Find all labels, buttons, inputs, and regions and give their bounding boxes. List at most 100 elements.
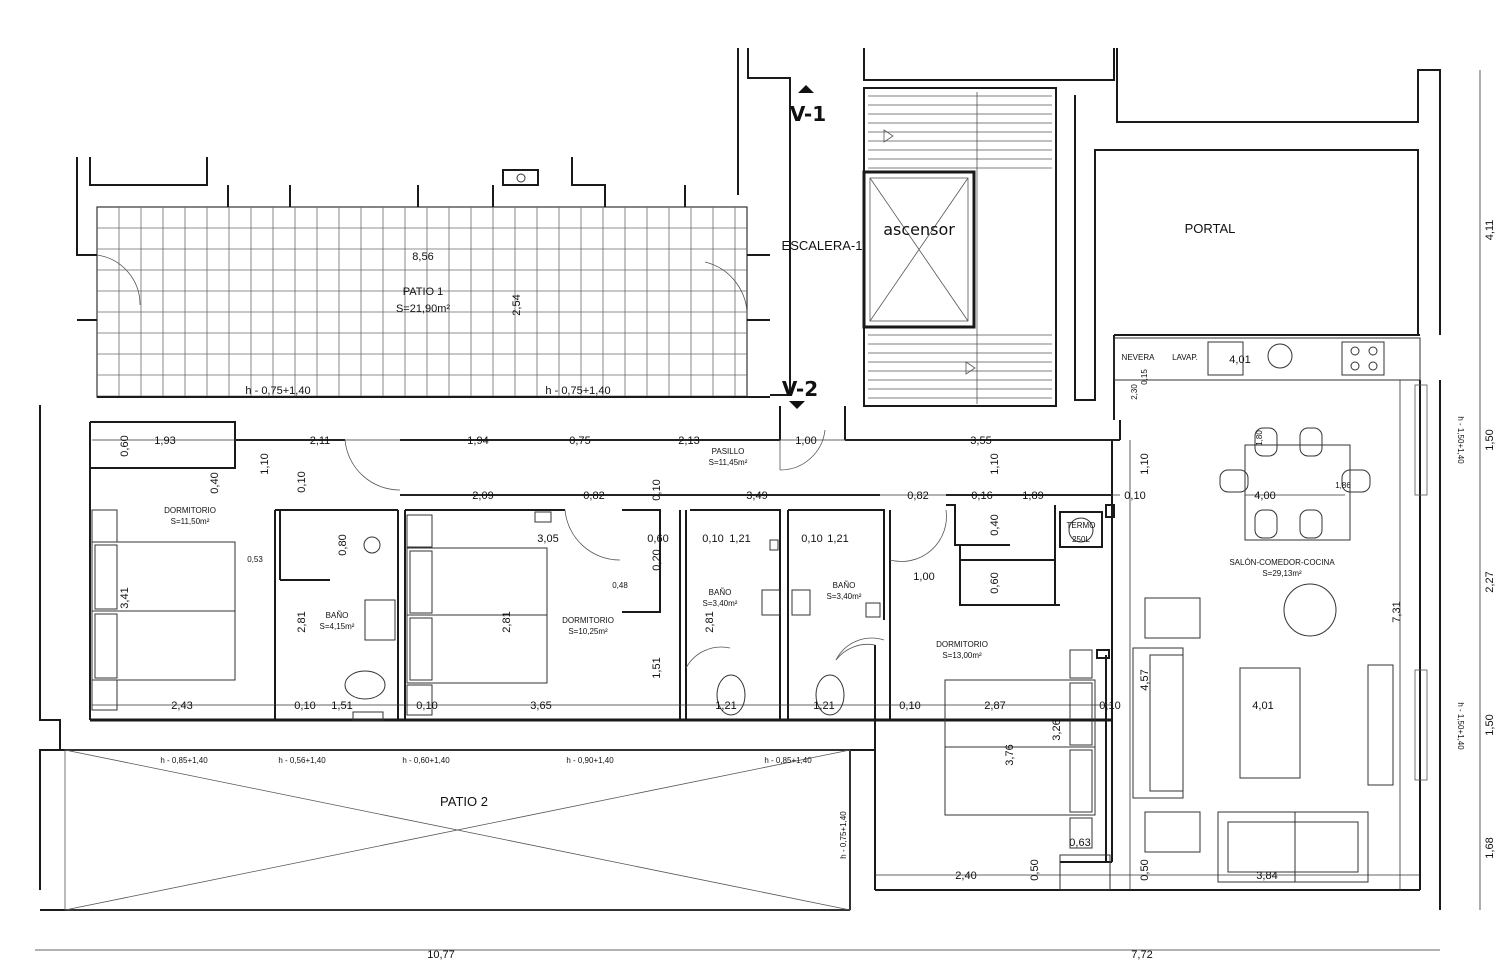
dim-label: 1,80 [1255, 430, 1264, 446]
dim-label: 4,01 [1252, 700, 1273, 712]
dim-label: 2,43 [171, 700, 192, 712]
stair-core: ascensor ESCALERA-1 [782, 48, 1115, 407]
bano3-area: S=3,40m² [827, 592, 862, 601]
dimension-lines [35, 70, 1481, 951]
view-v1-label: V-1 [790, 102, 826, 126]
portal-label: PORTAL [1185, 221, 1236, 236]
bano3-label: BAÑO [833, 581, 856, 590]
dim-label: 1,21 [827, 533, 848, 545]
lavap-label: LAVAP. [1172, 353, 1198, 362]
patio2-window-5: h - 0,85+1,40 [764, 756, 812, 765]
view-v2-label: V-2 [782, 377, 818, 401]
dim-label: 3,84 [1256, 870, 1277, 882]
salon-area: S=29,13m² [1262, 569, 1302, 578]
nevera-label: NEVERA [1122, 353, 1156, 362]
dimension-labels: 0,60 1,93 2,11 1,94 0,75 2,13 1,00 3,55 … [119, 220, 1496, 960]
dim-label: 0,82 [907, 490, 928, 502]
patio2-window-vertical: h - 0,75+1,40 [839, 811, 848, 859]
dim-label: 2,40 [955, 870, 976, 882]
dim-label: 4,00 [1254, 490, 1275, 502]
pasillo-area: S=11,45m² [709, 458, 748, 467]
dim-label: 1,21 [813, 700, 834, 712]
dim-label: 3,05 [537, 533, 558, 545]
patio1-window-right-label: h - 0,75+1,40 [545, 385, 610, 397]
east-window-label-2: h - 1,50+1,40 [1456, 702, 1465, 750]
dim-label: 0,10 [702, 533, 723, 545]
dim-label: 1,00 [913, 571, 934, 583]
dim-label: 0,16 [971, 490, 992, 502]
dim-label: 3,76 [1004, 744, 1016, 765]
stair-label: ESCALERA-1 [782, 238, 863, 253]
dim-label: 1,21 [729, 533, 750, 545]
apartment-walls [39, 334, 1441, 911]
portal-area: PORTAL [1074, 48, 1441, 401]
dim-label: 1,00 [795, 435, 816, 447]
dormitorio1-area: S=11,50m² [171, 517, 210, 526]
dim-label: 3,41 [119, 587, 131, 608]
furniture [91, 337, 1428, 891]
dormitorio1-label: DORMITORIO [164, 506, 216, 515]
dim-label: 1,94 [467, 435, 488, 447]
dim-label: 2,27 [1484, 571, 1496, 592]
dim-label: 10,77 [427, 949, 455, 960]
patio1-area: 8,56 2,54 PATIO 1 S=21,90m² h - 0,75+1,4… [96, 206, 748, 398]
dim-label: 2,81 [704, 611, 716, 632]
dim-label: 1,51 [651, 657, 663, 678]
dim-label: 1,10 [989, 453, 1001, 474]
dim-label: 4,57 [1139, 669, 1151, 690]
dim-label: 1,68 [1484, 837, 1496, 858]
view-marker-v2: V-2 [782, 377, 818, 409]
dim-label: 2,11 [310, 435, 331, 447]
patio1-width-dimension: 8,56 [412, 251, 433, 263]
dim-label: 0,60 [119, 435, 131, 456]
dim-label: 1,10 [1139, 453, 1151, 474]
dim-label: 7,31 [1391, 601, 1403, 622]
bano2-label: BAÑO [709, 588, 732, 597]
patio1-area: S=21,90m² [396, 303, 450, 315]
termo-label: TERMO [1067, 521, 1096, 530]
view-marker-v1: V-1 [790, 85, 826, 126]
dim-label: 0,40 [989, 514, 1001, 535]
dormitorio3-label: DORMITORIO [936, 640, 988, 649]
dim-label: 0,63 [1069, 837, 1090, 849]
dim-label: 3,55 [970, 435, 991, 447]
dim-label: 1,89 [1022, 490, 1043, 502]
dim-label: 2,30 [1130, 384, 1139, 400]
dim-label: 0,15 [1140, 369, 1149, 385]
dim-label: 1,21 [715, 700, 736, 712]
dim-label: 2,87 [984, 700, 1005, 712]
elevator-label: ascensor [883, 220, 955, 239]
dim-label: 0,10 [416, 700, 437, 712]
patio1-label: PATIO 1 [403, 286, 444, 298]
dim-label: 0,20 [651, 549, 663, 570]
dim-label: 0,50 [1139, 859, 1151, 880]
dim-label: 0,82 [583, 490, 604, 502]
dim-label: 1,86 [1335, 481, 1351, 490]
dim-label: 0,10 [651, 479, 663, 500]
dim-label: 2,09 [472, 490, 493, 502]
dim-label: 4,01 [1229, 354, 1250, 366]
dim-label: 0,40 [209, 472, 221, 493]
salon-label: SALÓN-COMEDOR-COCINA [1229, 558, 1335, 567]
north-walls [76, 48, 791, 396]
dim-label: 2,13 [678, 435, 699, 447]
patio1-window-left-label: h - 0,75+1,40 [245, 385, 310, 397]
bano1-label: BAÑO [326, 611, 349, 620]
patio2-window-4: h - 0,90+1,40 [566, 756, 614, 765]
dim-label: 0,60 [647, 533, 668, 545]
dim-label: 4,11 [1484, 220, 1496, 241]
dim-label: 0,10 [294, 700, 315, 712]
dim-label: 1,51 [331, 700, 352, 712]
dim-label: 1,10 [259, 453, 271, 474]
east-window-label-1: h - 1,50+1,40 [1456, 416, 1465, 464]
dim-label: 0,48 [612, 581, 628, 590]
patio2-window-3: h - 0,60+1,40 [402, 756, 450, 765]
dim-label: 2,81 [296, 611, 308, 632]
patio2-label: PATIO 2 [440, 794, 488, 809]
patio2-window-1: h - 0,85+1,40 [160, 756, 208, 765]
dim-label: 0,10 [1124, 490, 1145, 502]
dim-label: 1,50 [1484, 429, 1496, 450]
bano2-area: S=3,40m² [703, 599, 738, 608]
dormitorio2-label: DORMITORIO [562, 616, 614, 625]
